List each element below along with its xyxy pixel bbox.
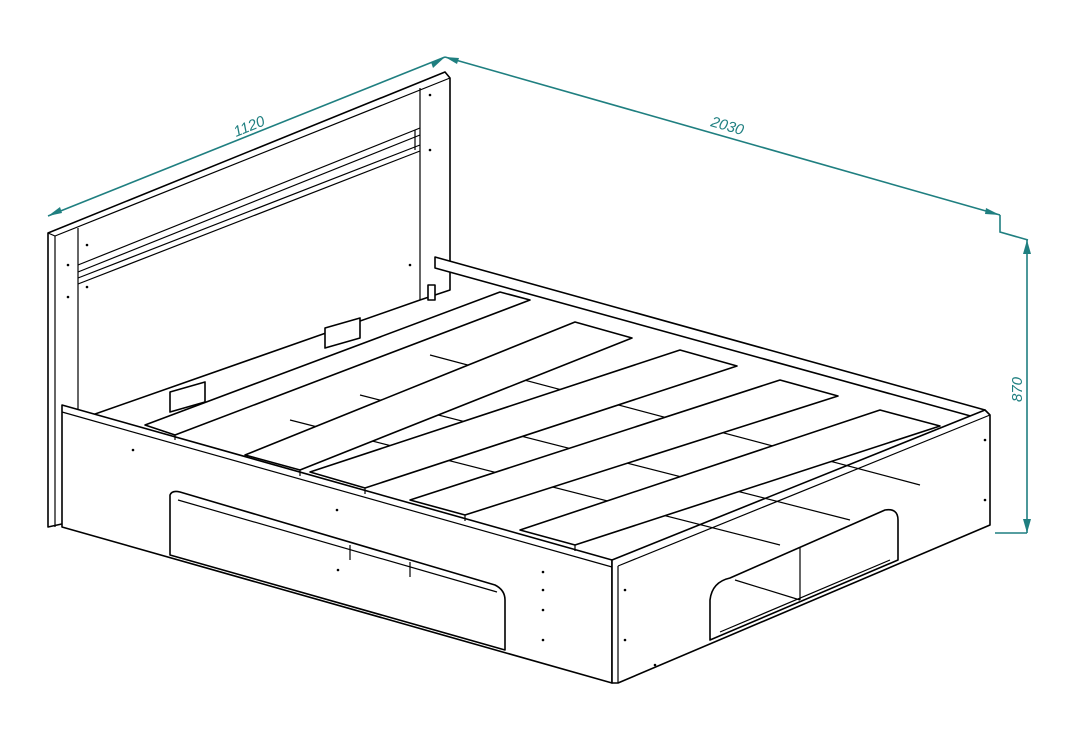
screw-holes [66, 93, 987, 667]
width-label: 1120 [231, 113, 268, 141]
right-storage-opening [709, 508, 899, 641]
headboard [47, 71, 451, 528]
slats [144, 291, 941, 551]
dimension-width [47, 56, 446, 217]
height-label: 870 [1009, 376, 1026, 402]
dimension-height [995, 240, 1031, 534]
dimension-length [444, 56, 1029, 241]
length-label: 2030 [708, 113, 746, 139]
